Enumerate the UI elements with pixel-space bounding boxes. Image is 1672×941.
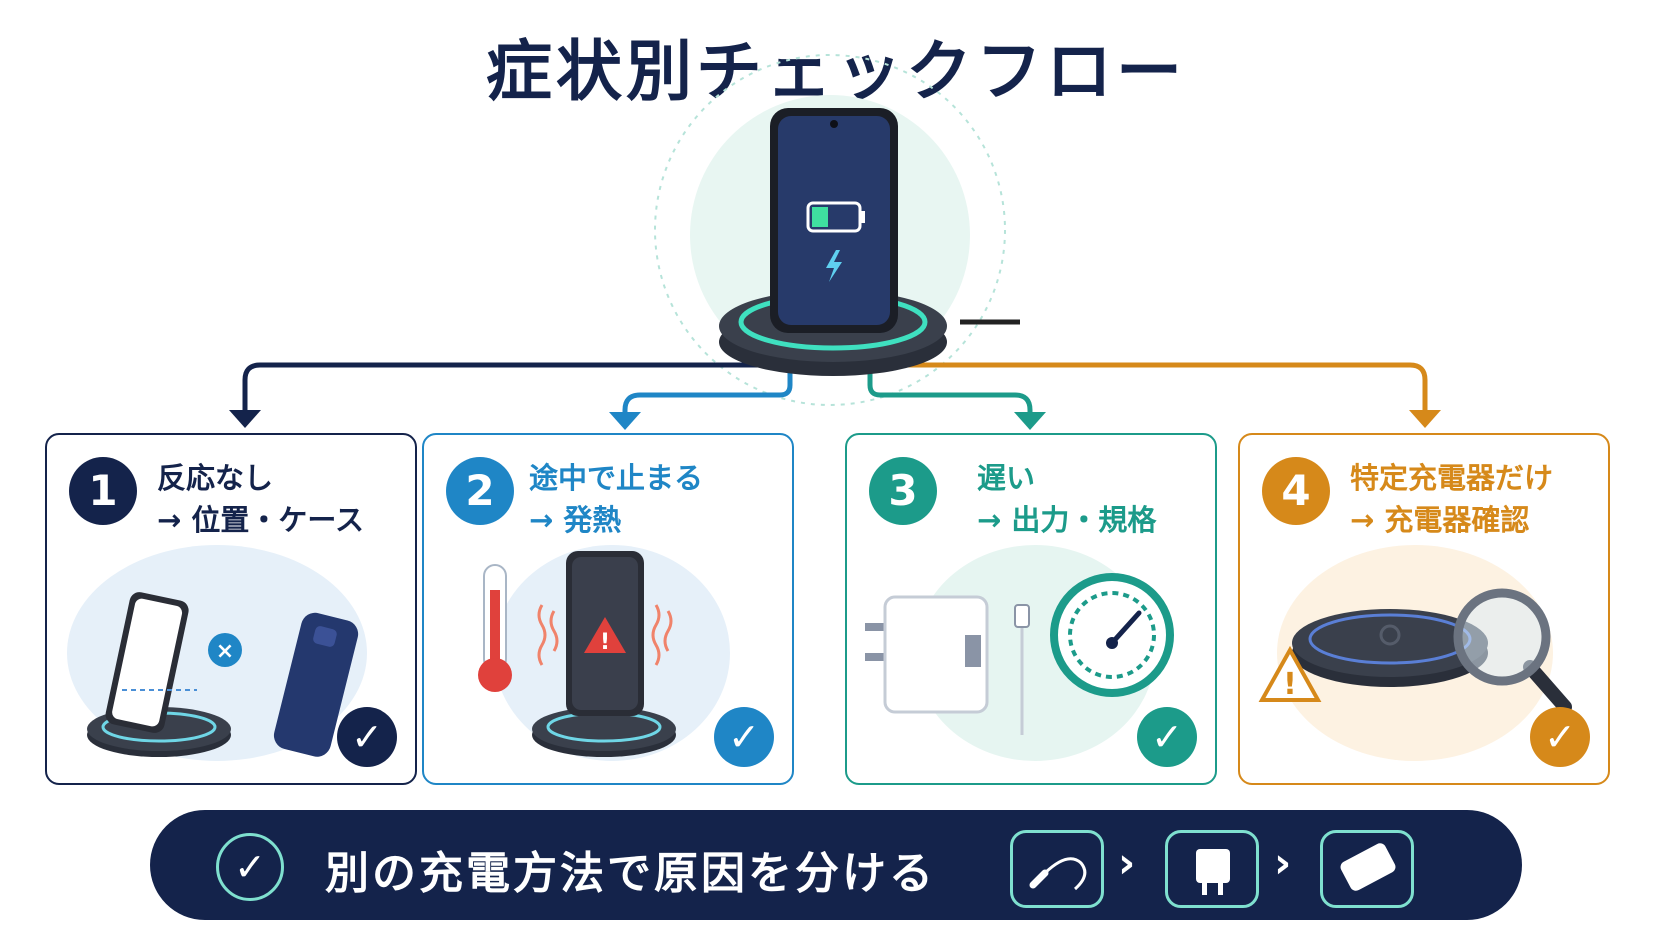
separator-arrow: › bbox=[1274, 838, 1292, 887]
charger-inspect-icon: ! bbox=[1258, 545, 1572, 761]
power-bank-icon bbox=[1320, 830, 1414, 908]
check-badge: ✓ bbox=[337, 707, 397, 767]
arrow-to-card-4 bbox=[900, 362, 1428, 412]
action-label: → 発熱 bbox=[529, 503, 622, 537]
arrow-head-4 bbox=[1409, 410, 1441, 428]
svg-text:!: ! bbox=[1283, 667, 1297, 702]
check-badge: ✓ bbox=[1137, 707, 1197, 767]
action-label: → 充電器確認 bbox=[1350, 503, 1530, 537]
check-badge: ✓ bbox=[1530, 707, 1590, 767]
svg-text:!: ! bbox=[600, 630, 610, 655]
arrow-to-card-3 bbox=[867, 372, 1033, 414]
step-number: 2 bbox=[446, 457, 514, 525]
summary-banner: ✓ 別の充電方法で原因を分ける › › bbox=[150, 810, 1522, 920]
arrow-to-card-2 bbox=[622, 372, 793, 414]
arrow-to-card-1 bbox=[242, 362, 760, 412]
symptom-label: 特定充電器だけ bbox=[1350, 461, 1554, 495]
adapter-speed-icon bbox=[865, 545, 1174, 761]
separator-arrow: › bbox=[1118, 838, 1136, 887]
arrow-head-3 bbox=[1014, 412, 1046, 430]
step-number: 3 bbox=[869, 457, 937, 525]
symptom-label: 遅い bbox=[977, 461, 1036, 495]
card-specific-charger[interactable]: 4 特定充電器だけ → 充電器確認 ! ✓ bbox=[1238, 433, 1610, 785]
usb-cable-icon bbox=[1010, 830, 1104, 908]
card-slow[interactable]: 3 遅い → 出力・規格 ✓ bbox=[845, 433, 1217, 785]
svg-text:×: × bbox=[216, 639, 234, 664]
step-number: 4 bbox=[1262, 457, 1330, 525]
check-badge: ✓ bbox=[714, 707, 774, 767]
action-label: → 出力・規格 bbox=[977, 503, 1157, 537]
symptom-label: 途中で止まる bbox=[529, 461, 704, 495]
arrow-head-2 bbox=[609, 412, 641, 430]
card-stops-midway[interactable]: 2 途中で止まる → 発熱 ! ✓ bbox=[422, 433, 794, 785]
heat-warning-icon: ! bbox=[478, 545, 730, 761]
symptom-label: 反応なし bbox=[157, 461, 274, 495]
halo-ring bbox=[654, 54, 1006, 406]
action-label: → 位置・ケース bbox=[157, 503, 364, 537]
wireless-charger-hero-icon bbox=[719, 108, 1020, 376]
phone-position-case-icon: × bbox=[67, 545, 367, 761]
card-no-response[interactable]: 1 反応なし → 位置・ケース × ✓ bbox=[45, 433, 417, 785]
ac-adapter-icon bbox=[1165, 830, 1259, 908]
banner-text: 別の充電方法で原因を分ける bbox=[325, 848, 936, 899]
step-number: 1 bbox=[69, 457, 137, 525]
banner-check-icon: ✓ bbox=[216, 833, 284, 901]
arrow-head-1 bbox=[229, 410, 261, 428]
